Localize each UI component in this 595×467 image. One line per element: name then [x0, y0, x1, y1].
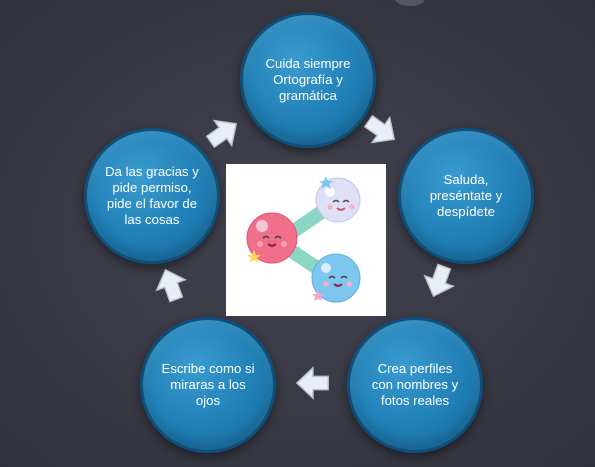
- flow-arrow-icon: [205, 119, 238, 149]
- corner-decoration: [395, 0, 425, 6]
- flow-arrow-icon: [155, 268, 188, 303]
- node-ortografia: Cuida siempre Ortografía y gramática: [240, 12, 376, 148]
- node-escribe: Escribe como si miraras a los ojos: [140, 317, 276, 453]
- node-gracias: Da las gracias y pide permiso, pide el f…: [84, 128, 220, 264]
- node-saluda: Saluda, preséntate y despídete: [398, 128, 534, 264]
- node-gracias-label: Da las gracias y pide permiso, pide el f…: [105, 164, 199, 227]
- share-icon: [246, 176, 361, 303]
- node-escribe-label: Escribe como si miraras a los ojos: [161, 361, 255, 408]
- flow-arrow-icon: [363, 114, 396, 144]
- node-ortografia-label: Cuida siempre Ortografía y gramática: [265, 56, 351, 103]
- node-perfiles: Crea perfiles con nombres y fotos reales: [347, 317, 483, 453]
- flow-arrow-icon: [295, 366, 329, 400]
- center-image-panel: [226, 164, 386, 316]
- node-perfiles-label: Crea perfiles con nombres y fotos reales: [371, 361, 459, 408]
- flow-arrow-icon: [423, 263, 456, 298]
- node-saluda-label: Saluda, preséntate y despídete: [429, 172, 503, 219]
